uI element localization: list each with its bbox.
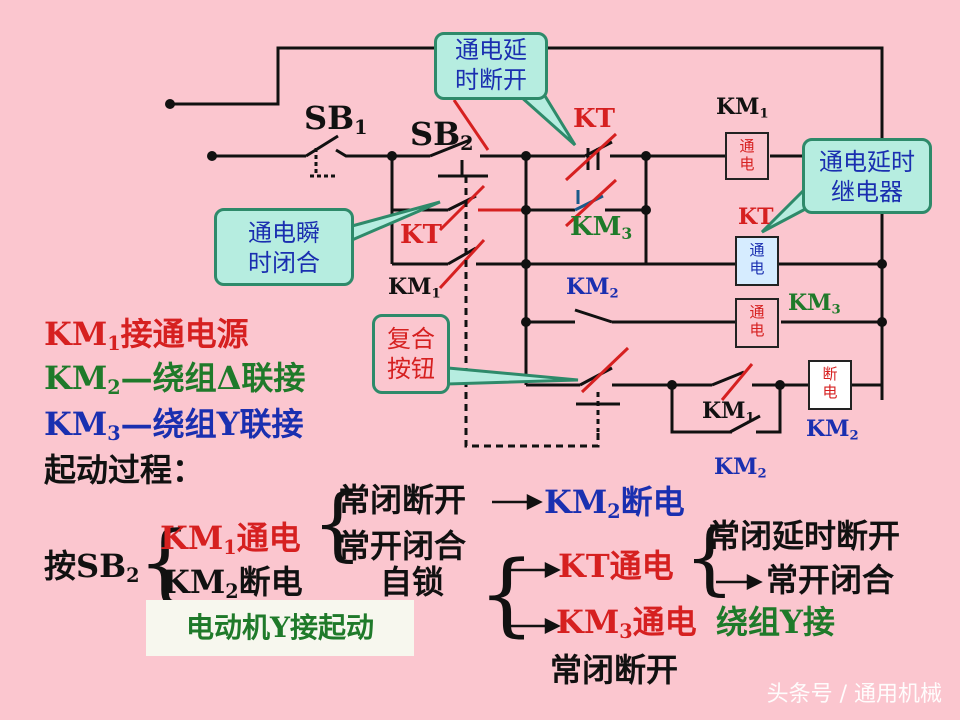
nc-open-2: 常闭断开 — [550, 651, 679, 689]
kt-coil: 通电 — [735, 236, 779, 286]
sb1-pushbar — [310, 148, 338, 178]
winding-y: 绕组Y接 — [716, 603, 835, 641]
junction-dot — [775, 380, 785, 390]
sb2-arrow — [452, 99, 490, 151]
junction-dot — [207, 151, 217, 161]
brace-2: { — [312, 477, 363, 570]
junction-dot — [165, 99, 175, 109]
arrowhead — [526, 493, 543, 511]
press-sb2: 按SB2 — [44, 547, 140, 587]
compound-contact — [579, 366, 613, 387]
dashed-link — [464, 176, 600, 448]
arrowhead — [746, 573, 763, 591]
junction-dot — [521, 151, 531, 161]
km1-coil: 通电 — [725, 132, 769, 180]
junction-dot — [521, 317, 531, 327]
callout-line: 时断开 — [455, 66, 527, 94]
kt-instant-label: KT — [400, 220, 442, 250]
km1-parallel-contact — [711, 370, 745, 387]
callout-pointer-compound — [446, 366, 579, 386]
km1-contact-label: KM1 — [388, 274, 441, 302]
watermark: 头条号 / 通用机械 — [766, 682, 942, 707]
callout-line: 通电瞬 — [248, 219, 320, 247]
kt-delay-label: KT — [573, 104, 615, 134]
callout-delay-off: 通电延 时断开 — [434, 32, 548, 100]
callout-compound-button: 复合 按钮 — [372, 314, 450, 394]
km2-lower-contact — [729, 414, 761, 434]
brace-3: { — [478, 542, 536, 647]
sb1-contact — [305, 134, 339, 158]
km1-lock-contact — [447, 246, 477, 266]
km3-on: KM3通电 — [556, 603, 697, 643]
km1-lock-arrow — [438, 238, 486, 290]
sb1-label: SB1 — [304, 99, 368, 139]
junction-dot — [667, 380, 677, 390]
km2-off-result: KM2断电 — [544, 483, 685, 523]
km3-arrow — [564, 178, 618, 228]
nc-open: 常闭断开 — [338, 481, 467, 519]
no-close: 常开闭合 — [338, 527, 467, 565]
km3-coil-label: KM3 — [788, 290, 841, 318]
junction-dot — [877, 259, 887, 269]
sb2-contact — [429, 138, 471, 158]
callout-delay-relay: 通电延时 继电器 — [802, 138, 932, 214]
km2-contact — [574, 308, 613, 324]
km2-lower-label: KM2 — [714, 454, 767, 482]
km3-contact-label: KM3 — [570, 212, 633, 243]
kt-instant-arrow — [438, 184, 486, 232]
km2-contact-label: KM2 — [566, 274, 619, 302]
legend-process: 起动过程： — [44, 451, 205, 489]
callout-line: 按钮 — [387, 355, 435, 383]
callout-instant-close: 通电瞬 时闭合 — [214, 208, 354, 286]
nc-delay-open: 常闭延时断开 — [708, 517, 901, 555]
legend-km2: KM2—绕组Δ联接 — [44, 359, 306, 399]
junction-dot — [641, 205, 651, 215]
junction-dot — [521, 205, 531, 215]
callout-line: 继电器 — [831, 178, 903, 206]
sb2-label: SB2 — [410, 115, 474, 155]
kt-on: KT通电 — [558, 547, 674, 585]
callout-line: 时闭合 — [248, 249, 320, 277]
km1-parallel — [670, 385, 782, 434]
km3-coil: 通电 — [735, 298, 779, 348]
km1-on: KM1通电 — [160, 519, 301, 559]
callout-pointer-delay-off — [516, 94, 577, 147]
no-close-2: 常开闭合 — [766, 561, 895, 599]
km2-coil: 断电 — [808, 360, 852, 410]
arrowhead — [544, 617, 561, 635]
callout-line: 复合 — [387, 325, 435, 353]
callout-line: 通电延 — [455, 36, 527, 64]
junction-dot — [877, 317, 887, 327]
main-line — [212, 148, 430, 158]
callout-line: 通电延时 — [819, 148, 915, 176]
legend-km1: KM1接通电源 — [44, 315, 249, 355]
junction-dot — [521, 259, 531, 269]
brace-4: { — [684, 511, 735, 604]
km3-row — [526, 156, 648, 212]
self-lock: 自锁 — [380, 563, 445, 601]
legend-km3: KM3—绕组Y联接 — [44, 405, 304, 445]
km2-coil-label: KM2 — [806, 416, 859, 444]
km1-parallel-arrow — [720, 363, 754, 401]
kt-delay-arrow — [564, 132, 618, 182]
km1-lower-label: KM1 — [702, 398, 755, 426]
arrowhead — [544, 561, 561, 579]
junction-dot — [387, 151, 397, 161]
brace-1: { — [138, 513, 192, 611]
sb2-button — [438, 160, 488, 178]
motor-y-start: 电动机Y接起动 — [146, 600, 414, 656]
kt-coil-label: KT — [738, 204, 774, 230]
km1-coil-label: KM1 — [716, 94, 769, 122]
compound-arrow — [580, 346, 630, 394]
junction-dot — [641, 151, 651, 161]
km2-off: KM2断电 — [162, 563, 303, 603]
